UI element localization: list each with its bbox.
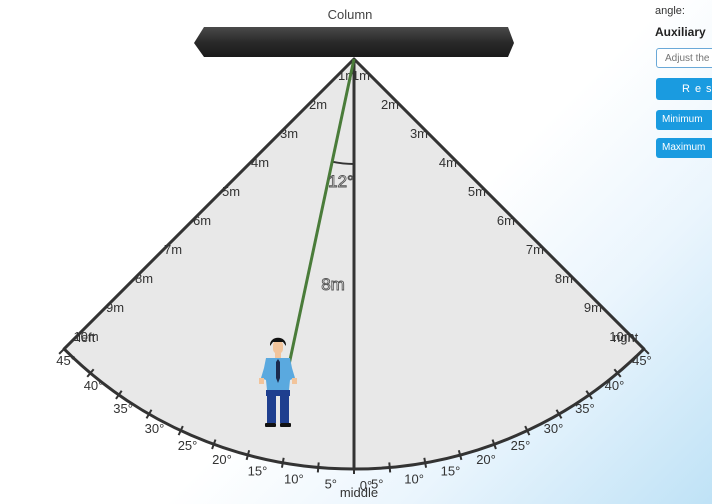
angle-label: angle: xyxy=(655,5,685,17)
angle-tick xyxy=(491,439,497,450)
right-distance-tick-label: 5m xyxy=(468,184,486,199)
left-distance-tick-label: 6m xyxy=(193,213,211,228)
angle-tick xyxy=(115,390,123,400)
left-label: left xyxy=(78,330,96,345)
right-distance-tick xyxy=(638,343,650,355)
maximum-button[interactable]: Maximum xyxy=(656,138,712,158)
angle-tick xyxy=(423,457,428,468)
angle-tick-label: 5° xyxy=(371,476,383,491)
left-distance-tick-label: 3m xyxy=(280,126,298,141)
left-distance-tick-label: 7m xyxy=(164,242,182,257)
angle-tick-label: 20° xyxy=(212,452,232,467)
angle-tick-label: 0° xyxy=(360,478,372,493)
angle-tick-label: 25° xyxy=(511,438,531,453)
right-label: right xyxy=(613,330,639,345)
angle-tick-label: 40° xyxy=(605,378,625,393)
left-distance-tick xyxy=(261,140,273,152)
middle-label: middle xyxy=(340,485,378,500)
angle-tick-label: 25° xyxy=(178,438,198,453)
angle-tick xyxy=(388,462,392,473)
adjust-input[interactable] xyxy=(656,48,712,68)
angle-tick-label: 10° xyxy=(284,472,304,487)
minimum-button[interactable]: Minimum xyxy=(656,110,712,130)
left-distance-tick xyxy=(174,227,186,239)
angle-tick xyxy=(177,425,184,436)
left-distance-tick-label: 9m xyxy=(106,300,124,315)
left-distance-tick xyxy=(290,111,302,123)
left-distance-tick xyxy=(116,285,128,297)
left-distance-tick-label: 4m xyxy=(251,155,269,170)
person-line xyxy=(284,58,356,381)
left-distance-tick xyxy=(232,169,244,181)
right-distance-tick xyxy=(580,285,592,297)
right-distance-tick xyxy=(609,314,621,326)
right-distance-tick-label: 2m xyxy=(381,97,399,112)
angle-tick xyxy=(245,449,251,461)
right-distance-tick-label: 1m xyxy=(352,68,370,83)
person-icon xyxy=(259,337,297,427)
column-bar xyxy=(194,27,514,57)
angle-tick xyxy=(555,409,563,419)
column-label: Column xyxy=(328,7,373,22)
right-distance-tick-label: 7m xyxy=(526,242,544,257)
angle-value: 12° xyxy=(328,172,354,191)
angle-tick-label: 40° xyxy=(84,378,104,393)
angle-tick xyxy=(613,368,622,378)
angle-tick-label: 45° xyxy=(56,353,76,368)
left-distance-tick xyxy=(145,256,157,268)
right-distance-tick xyxy=(493,198,505,210)
angle-tick-label: 30° xyxy=(544,421,564,436)
angle-tick-label: 35° xyxy=(113,401,133,416)
right-distance-tick-label: 9m xyxy=(584,300,602,315)
angle-tick xyxy=(86,368,95,378)
angle-tick-label: 10° xyxy=(404,472,424,487)
angle-tick xyxy=(280,457,285,468)
left-distance-tick-label: 2m xyxy=(309,97,327,112)
angle-tick-label: 15° xyxy=(248,463,268,478)
left-distance-tick xyxy=(319,82,331,94)
reset-button[interactable]: Reset xyxy=(656,78,712,100)
angle-tick-label: 15° xyxy=(441,463,461,478)
right-distance-tick xyxy=(551,256,563,268)
control-panel: angle: Auxiliary Reset Minimum Maximum xyxy=(650,0,712,504)
right-distance-tick-label: 6m xyxy=(497,213,515,228)
right-distance-tick-label: 8m xyxy=(555,271,573,286)
distance-value: 8m xyxy=(321,275,345,294)
left-distance-tick xyxy=(87,314,99,326)
angle-tick xyxy=(524,425,531,436)
angle-tick xyxy=(145,409,153,419)
right-distance-tick xyxy=(522,227,534,239)
angle-tick-label: 30° xyxy=(145,421,165,436)
angle-tick xyxy=(457,449,463,461)
left-distance-tick-label: 10m xyxy=(73,329,98,344)
right-distance-tick-label: 3m xyxy=(410,126,428,141)
right-distance-tick xyxy=(464,169,476,181)
right-distance-tick xyxy=(377,82,389,94)
left-distance-tick-label: 8m xyxy=(135,271,153,286)
auxiliary-title: Auxiliary xyxy=(655,25,706,39)
angle-tick xyxy=(211,439,217,450)
left-distance-tick-label: 5m xyxy=(222,184,240,199)
angle-tick-label: 20° xyxy=(476,452,496,467)
angle-tick-label: 45° xyxy=(632,353,652,368)
right-distance-tick xyxy=(406,111,418,123)
angle-tick-label: 35° xyxy=(575,401,595,416)
angle-tick xyxy=(316,462,320,473)
left-distance-tick xyxy=(203,198,215,210)
right-distance-tick-label: 4m xyxy=(439,155,457,170)
right-distance-tick xyxy=(435,140,447,152)
angle-tick-label: 5° xyxy=(325,476,337,491)
angle-tick xyxy=(585,390,593,400)
right-distance-tick-label: 10m xyxy=(609,329,634,344)
left-distance-tick xyxy=(58,343,70,355)
